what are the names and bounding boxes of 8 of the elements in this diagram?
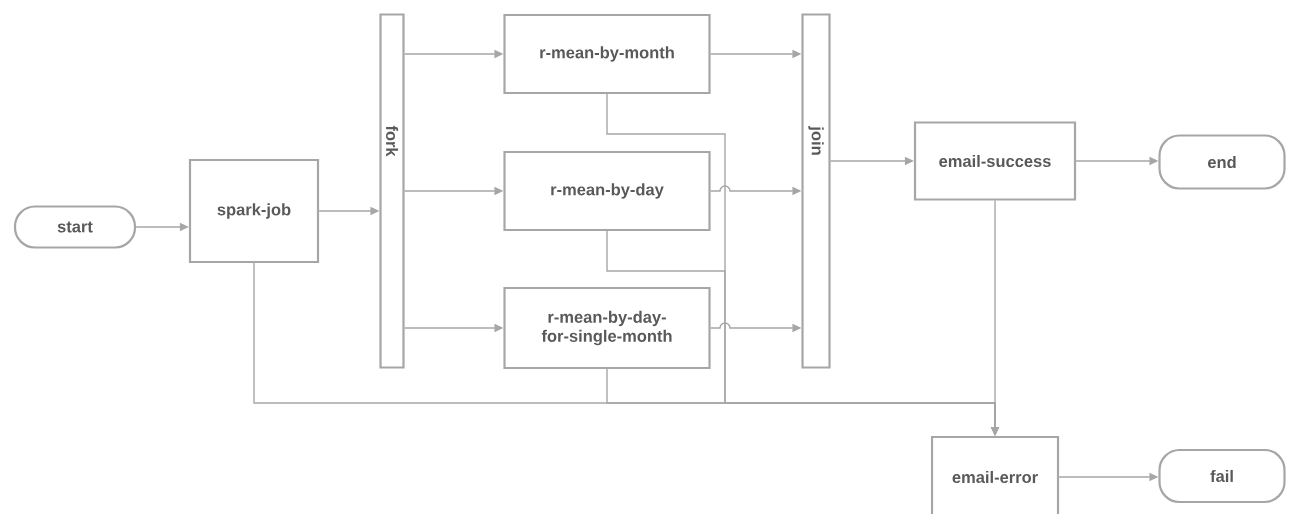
process-box: r-mean-by-day-for-single-month <box>503 286 711 370</box>
process-box: spark-job <box>188 158 320 264</box>
sync-bar: join <box>801 13 831 369</box>
sync-bar: fork <box>379 13 405 369</box>
process-box: email-error <box>930 435 1060 514</box>
process-box: r-mean-by-month <box>503 13 711 95</box>
process-box: email-success <box>913 121 1077 201</box>
process-box: r-mean-by-day <box>503 150 711 232</box>
